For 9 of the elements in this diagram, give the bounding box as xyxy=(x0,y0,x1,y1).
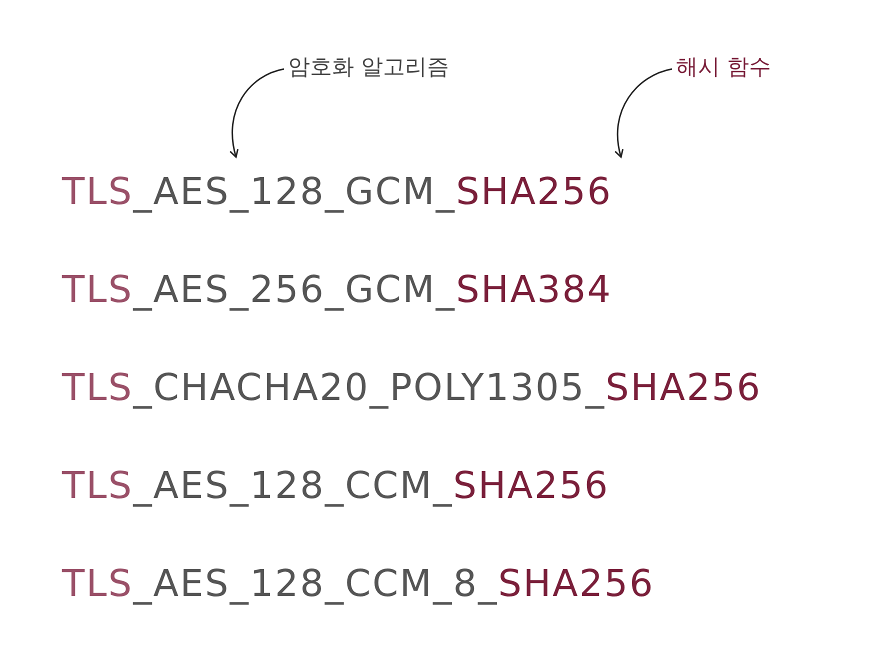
cipher-suite-text: TLS_AES_128_CCM_8_SHA256 xyxy=(62,562,654,605)
leader-line xyxy=(230,68,284,158)
callout-text: 해시 함수 xyxy=(676,52,771,82)
cipher-suite-text: TLS_AES_128_CCM_SHA256 xyxy=(62,464,610,507)
leader-line xyxy=(614,68,672,158)
callout-text: 암호화 알고리즘 xyxy=(288,52,449,82)
cipher-suite-text: TLS_CHACHA20_POLY1305_SHA256 xyxy=(62,366,762,409)
cipher-suite-text: TLS_AES_128_GCM_SHA256 xyxy=(62,170,612,213)
cipher-suite-text: TLS_AES_256_GCM_SHA384 xyxy=(62,268,612,311)
